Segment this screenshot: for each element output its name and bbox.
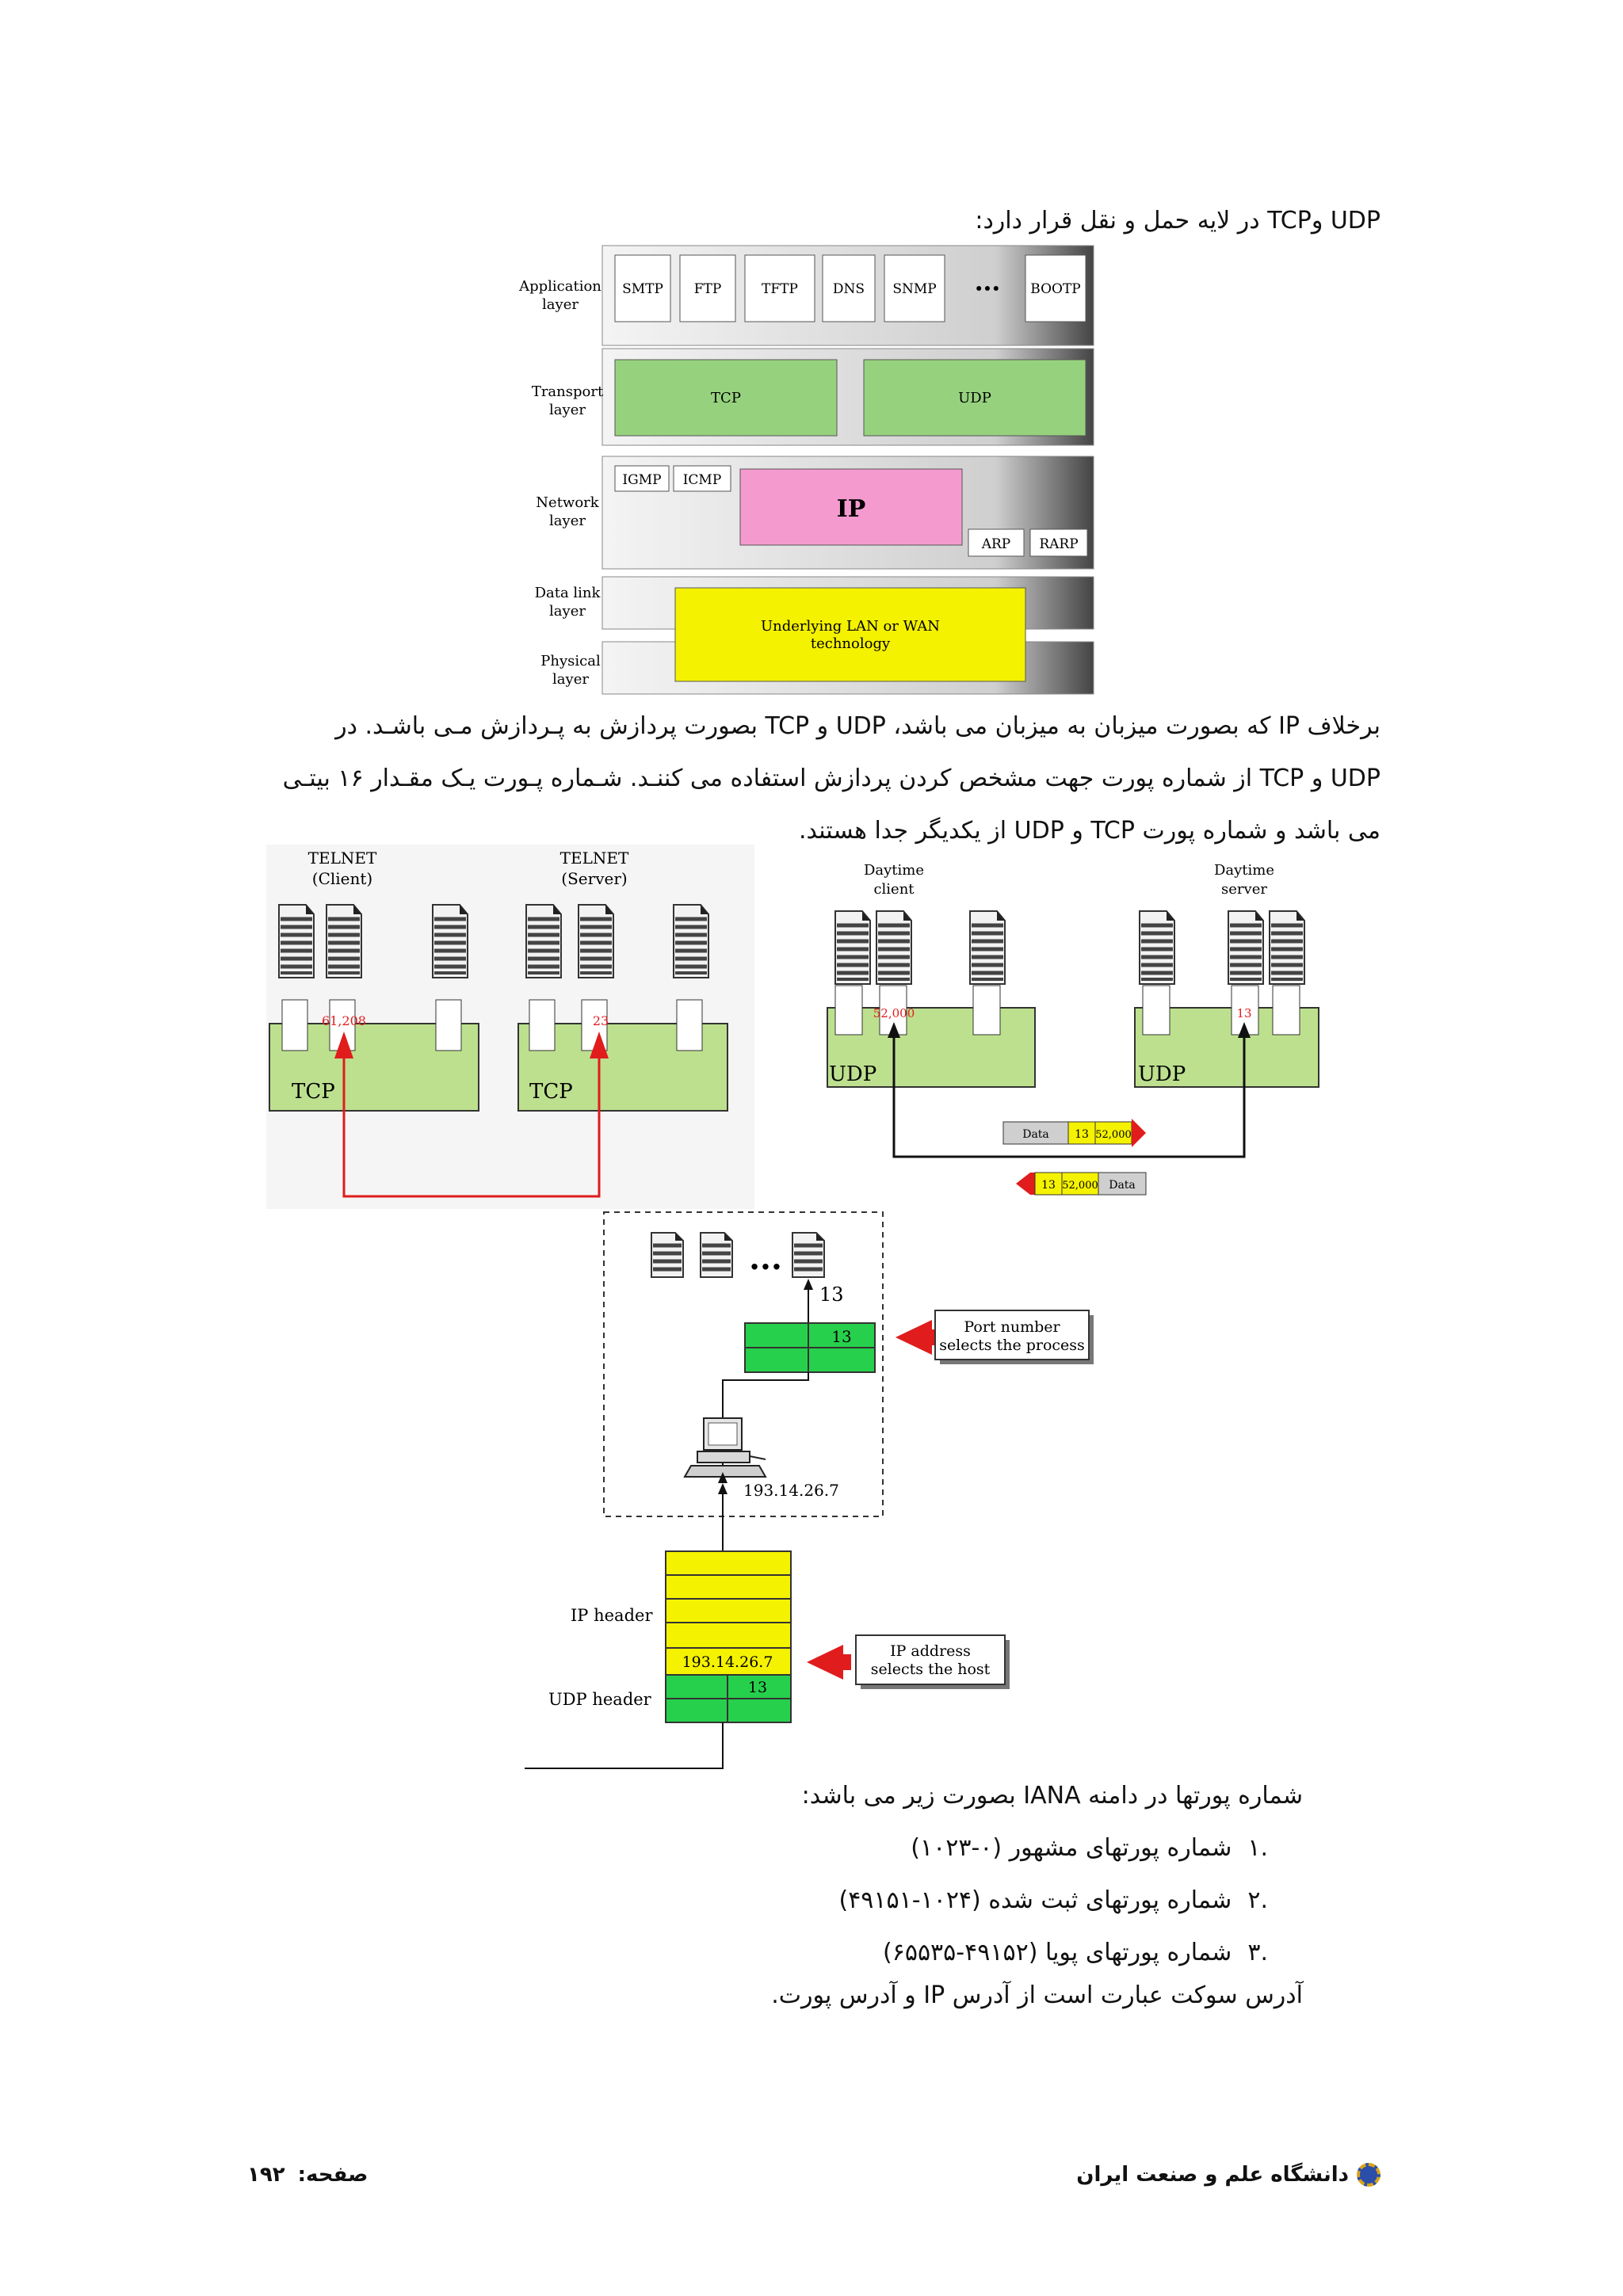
layer-label-physical-1: Physical [540,653,601,669]
udp-client-title-2: client [873,881,915,898]
app-proto-snmp: SNMP [892,281,936,297]
tcp-server-box-label: TCP [529,1080,573,1104]
list-item-text: شماره پورتهای ثبت شده (۱۰۲۴-۴۹۱۵۱) [838,1886,1232,1914]
list-item: .۳ شماره پورتهای پویا (۴۹۱۵۲-۶۵۵۳۵) [838,1927,1303,1979]
transport-udp: UDP [958,390,991,406]
packet-back-src: 52,000 [1062,1180,1098,1192]
process-port-label: 13 [819,1283,844,1306]
udp-server-port: 13 [1236,1006,1251,1020]
udp-server-title-1: Daytime [1214,862,1274,879]
layer-label-datalink-1: Data link [535,585,601,601]
app-proto-ftp: FTP [694,281,722,297]
port-range-list: .۱ شماره پورتهای مشهور (۰-۱۰۲۳) .۲ شماره… [838,1822,1303,1979]
packet-out-data: Data [1022,1128,1049,1141]
tcp-server-title-2: (Server) [561,869,627,888]
para-line-1: برخلاف IP که بصورت میزبان به میزبان می ب… [335,712,1381,740]
layer-label-physical-2: layer [552,671,589,688]
layer-label-transport-1: Transport [532,383,604,400]
host-ip-label: 193.14.26.7 [743,1481,839,1500]
app-proto-dns: DNS [833,281,865,297]
app-proto-smtp: SMTP [622,281,663,297]
transport-tcp: TCP [711,390,741,406]
layer-label-network-1: Network [536,494,599,511]
ip-header-label: IP header [571,1606,653,1625]
university-name: دانشگاه علم و صنعت ایران [1076,2163,1349,2187]
intro-line: UDP وTCP در لایه حمل و نقل قرار دارد: [975,207,1381,235]
page-label: صفحه: [297,2163,369,2187]
list-item: .۱ شماره پورتهای مشهور (۰-۱۰۲۳) [838,1822,1303,1875]
app-proto-tftp: TFTP [762,281,798,297]
app-proto-bootp: BOOTP [1030,281,1080,297]
network-icmp: ICMP [683,472,722,488]
network-ip: IP [837,495,866,523]
callout-port-1: Port number [964,1318,1060,1336]
computer-icon [683,1417,767,1478]
app-proto-ellipsis: ••• [975,281,1001,297]
layer-label-application-1: Application [518,278,601,295]
list-item-text: شماره پورتهای مشهور (۰-۱۰۲۳) [911,1834,1232,1862]
page-number: ۱۹۲ [247,2163,285,2187]
udp-server-box-label: UDP [1138,1062,1186,1086]
lan-label-2: technology [811,635,891,652]
iana-line: شماره پورتها در دامنه IANA بصورت زیر می … [801,1782,1303,1810]
tcp-client-port: 61,208 [322,1013,366,1028]
udp-client-title-1: Daytime [864,862,924,879]
header-port-value: 13 [748,1679,767,1696]
list-item-number: .۳ [1247,1939,1268,1966]
university-logo-icon [1357,2163,1381,2187]
tcp-client-box-label: TCP [292,1080,335,1104]
network-igmp: IGMP [622,472,661,488]
callout-port-2: selects the process [939,1337,1085,1354]
para-line-2: UDP و TCP از شماره پورت جهت مشخص کردن پر… [282,765,1381,792]
list-item-number: .۲ [1247,1886,1268,1914]
port-box-value: 13 [831,1327,851,1346]
udp-server-title-2: server [1221,881,1267,898]
list-item-text: شماره پورتهای پویا (۴۹۱۵۲-۶۵۵۳۵) [883,1939,1232,1966]
header-ip-value: 193.14.26.7 [682,1653,773,1671]
tcp-client-title-2: (Client) [312,869,372,888]
socket-line: آدرس سوکت عبارت است از آدرس IP و آدرس پو… [771,1981,1303,2009]
packet-back-data: Data [1109,1179,1136,1192]
para-line-3: می باشد و شماره پورت TCP و UDP از یکدیگر… [798,817,1381,845]
layer-label-transport-2: layer [549,402,586,418]
udp-client-box-label: UDP [829,1062,876,1086]
network-arp: ARP [981,536,1011,552]
list-item-number: .۱ [1247,1834,1268,1862]
packet-out-src: 52,000 [1095,1129,1132,1141]
layer-label-datalink-2: layer [549,603,586,620]
callout-ip-2: selects the host [871,1661,991,1678]
tcp-server-port: 23 [593,1013,609,1028]
callout-ip-1: IP address [890,1642,971,1660]
layer-label-application-2: layer [542,296,579,313]
footer-page: صفحه: ۱۹۲ [247,2163,368,2187]
udp-client-port: 52,000 [873,1006,915,1020]
process-dots: ... [749,1240,782,1277]
packet-out-dst: 13 [1075,1128,1089,1141]
lan-label-1: Underlying LAN or WAN [761,618,940,635]
udp-header-label: UDP header [548,1690,652,1709]
list-item: .۲ شماره پورتهای ثبت شده (۱۰۲۴-۴۹۱۵۱) [838,1875,1303,1927]
network-rarp: RARP [1039,536,1078,552]
packet-back-dst: 13 [1041,1179,1056,1192]
body-paragraph: برخلاف IP که بصورت میزبان به میزبان می ب… [247,700,1381,857]
footer-university: دانشگاه علم و صنعت ایران [1076,2163,1381,2187]
layer-label-network-2: layer [549,513,586,529]
